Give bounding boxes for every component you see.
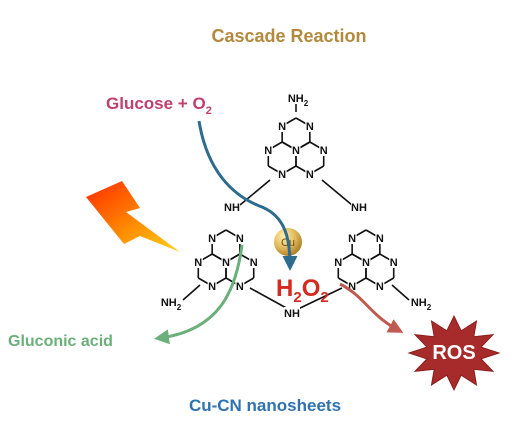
nitrogen-atom: N bbox=[320, 145, 328, 157]
bond bbox=[239, 179, 271, 206]
central-nitrogen-atom: N bbox=[362, 257, 370, 269]
nitrogen-atom: N bbox=[306, 169, 314, 181]
amino-group: NH2 bbox=[411, 297, 432, 312]
gluconic-acid-label: Gluconic acid bbox=[8, 333, 113, 350]
ros-label: ROS bbox=[432, 342, 475, 364]
nitrogen-atom: N bbox=[194, 257, 202, 269]
substrate-text: Glucose + O bbox=[106, 94, 206, 113]
bond bbox=[182, 284, 201, 301]
central-nitrogen-atom: N bbox=[292, 145, 300, 157]
glucose-oxidation-arrow bbox=[197, 120, 298, 271]
nitrogen-atom: N bbox=[306, 121, 314, 133]
nitrogen-atom: N bbox=[390, 257, 398, 269]
diagram-title: Cascade Reaction bbox=[211, 26, 366, 46]
amino-group: NH2 bbox=[161, 297, 182, 312]
nitrogen-atom: N bbox=[376, 281, 384, 293]
nitrogen-atom: N bbox=[208, 281, 216, 293]
nitrogen-atom: N bbox=[334, 257, 342, 269]
h2o2-sub2: 2 bbox=[320, 289, 328, 306]
nitrogen-atom: N bbox=[208, 233, 216, 245]
bond bbox=[321, 179, 353, 206]
ros-burst-icon bbox=[407, 314, 501, 392]
nitrogen-atom: N bbox=[236, 233, 244, 245]
nitrogen-atom: N bbox=[264, 145, 272, 157]
nitrogen-atom: N bbox=[278, 121, 286, 133]
bond bbox=[295, 287, 343, 311]
molecule-bonds bbox=[182, 103, 410, 311]
gluconic-acid-arrow bbox=[154, 244, 244, 345]
central-nitrogen-atom: N bbox=[222, 257, 230, 269]
h2o2-h: H bbox=[276, 275, 293, 302]
amine-linker: NH bbox=[284, 308, 300, 320]
nitrogen-atom: N bbox=[376, 233, 384, 245]
h2o2-sub1: 2 bbox=[293, 289, 301, 306]
h2o2-o: O bbox=[302, 275, 321, 302]
nitrogen-atom: N bbox=[250, 257, 258, 269]
amine-linker: NH bbox=[224, 202, 240, 214]
material-caption: Cu-CN nanosheets bbox=[189, 396, 341, 415]
nitrogen-atom: N bbox=[278, 169, 286, 181]
nitrogen-atom: N bbox=[348, 281, 356, 293]
molecule-atoms: NNNNNNNNNNNNNNNNNNNNNNNNNNNNNNNHNHNHNH2N… bbox=[161, 92, 432, 320]
bond bbox=[391, 284, 410, 301]
nitrogen-atom: N bbox=[348, 233, 356, 245]
amino-group: NH2 bbox=[288, 93, 309, 108]
amine-linker: NH bbox=[351, 202, 367, 214]
lightning-icon bbox=[86, 181, 180, 252]
ros-generation-arrow bbox=[339, 282, 404, 333]
substrate-label: Glucose + O2 bbox=[106, 94, 212, 117]
bond bbox=[249, 287, 291, 311]
nitrogen-atom: N bbox=[236, 281, 244, 293]
h2o2-label: H2O2 bbox=[276, 275, 329, 306]
substrate-subscript: 2 bbox=[206, 105, 212, 117]
